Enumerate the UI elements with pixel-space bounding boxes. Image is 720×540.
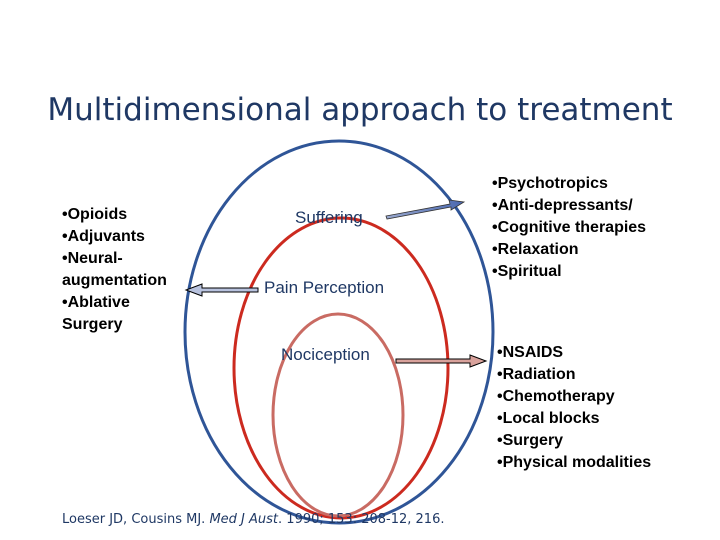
top-right-arrow bbox=[385, 199, 466, 220]
list-item: •Relaxation bbox=[492, 241, 579, 258]
list-item: •Surgery bbox=[497, 432, 564, 449]
bottom-right-arrow bbox=[395, 354, 488, 368]
top-right-treatment-list: •Psychotropics •Anti-depressants/ •Cogni… bbox=[492, 173, 712, 283]
list-item: •Radiation bbox=[497, 366, 576, 383]
citation-journal: Med J Aust bbox=[209, 512, 279, 527]
list-item: •Adjuvants bbox=[62, 228, 145, 245]
left-treatment-list: •Opioids •Adjuvants •Neural- augmentatio… bbox=[62, 204, 192, 336]
list-item: Surgery bbox=[62, 316, 123, 333]
list-item: •Psychotropics bbox=[492, 175, 608, 192]
suffering-ring bbox=[183, 139, 495, 525]
list-item: •Anti-depressants/ bbox=[492, 197, 633, 214]
list-item: •Local blocks bbox=[497, 410, 600, 427]
citation: Loeser JD, Cousins MJ. Med J Aust. 1990;… bbox=[62, 512, 444, 527]
pain-perception-ring bbox=[232, 216, 450, 520]
list-item: •Neural- bbox=[62, 250, 123, 267]
list-item: augmentation bbox=[62, 272, 167, 289]
citation-authors: Loeser JD, Cousins MJ. bbox=[62, 512, 206, 527]
left-arrow bbox=[184, 283, 259, 297]
pain-perception-label: Pain Perception bbox=[264, 278, 385, 297]
list-item: •Chemotherapy bbox=[497, 388, 615, 405]
list-item: •Physical modalities bbox=[497, 454, 652, 471]
bottom-right-treatment-list: •NSAIDS •Radiation •Chemotherapy •Local … bbox=[497, 342, 707, 474]
slide-title: Multidimensional approach to treatment bbox=[47, 92, 673, 128]
list-item: •NSAIDS bbox=[497, 344, 564, 361]
list-item: •Cognitive therapies bbox=[492, 219, 647, 236]
list-item: •Spiritual bbox=[492, 263, 562, 280]
suffering-label: Suffering bbox=[295, 208, 363, 227]
citation-details: . 1990; 153: 208-12, 216. bbox=[278, 512, 445, 527]
list-item: •Ablative bbox=[62, 294, 130, 311]
list-item: •Opioids bbox=[62, 206, 128, 223]
nociception-label: Nociception bbox=[281, 345, 370, 364]
nociception-ring bbox=[271, 312, 405, 518]
